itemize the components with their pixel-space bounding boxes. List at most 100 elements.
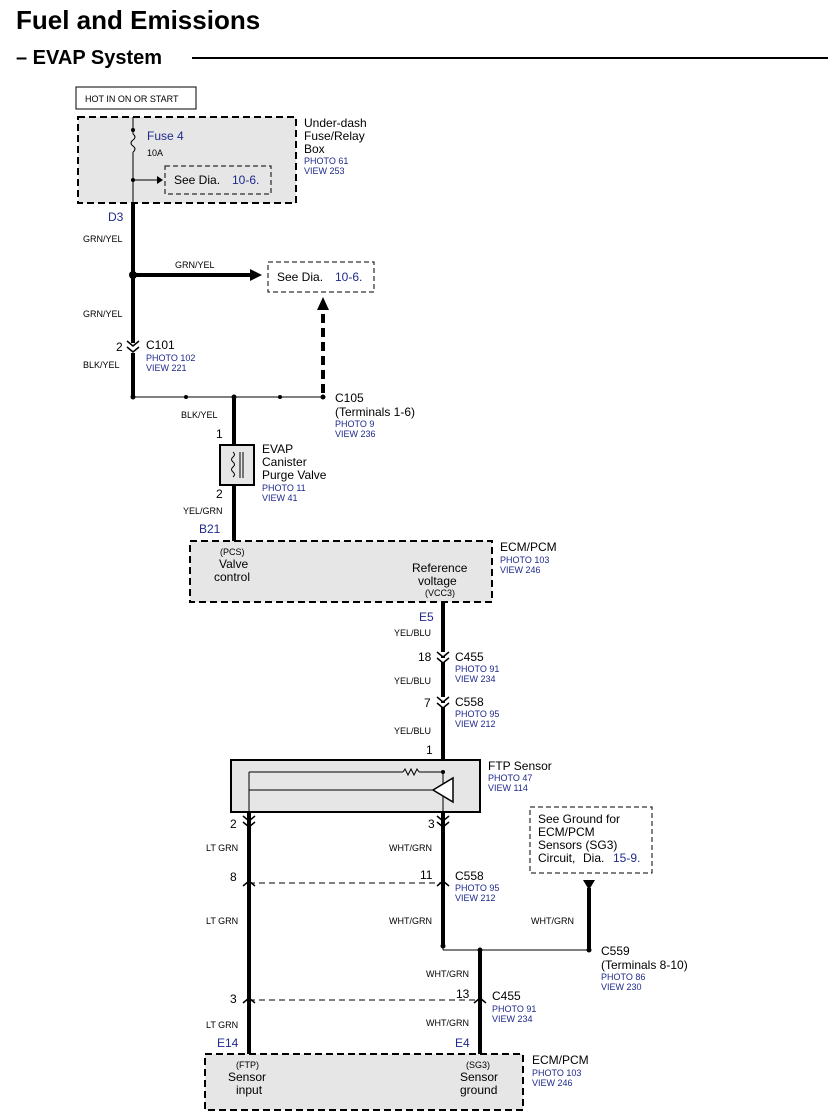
wire-label-yel-blu-1: YEL/BLU	[394, 628, 431, 638]
ftp-pin-2: 2	[230, 817, 237, 831]
ecm1-name: ECM/PCM	[500, 540, 557, 554]
fuse-label: Fuse 4	[147, 129, 184, 143]
terminal-e14: E14	[217, 1036, 239, 1050]
ecm-pcm-box-2	[204, 1053, 524, 1111]
resistor-icon	[402, 767, 420, 777]
c558b-photo: PHOTO 95	[455, 883, 499, 893]
c559-photo: PHOTO 86	[601, 972, 645, 982]
page-title: Fuel and Emissions	[16, 5, 260, 35]
fusebox-name-2: Fuse/Relay	[304, 129, 365, 143]
ecm1-vcc3: (VCC3)	[425, 588, 455, 598]
wire-label-lt-grn-3: LT GRN	[206, 1020, 238, 1030]
fusebox-see-dia: See Dia.	[174, 173, 220, 187]
ftp-view: VIEW 114	[488, 783, 528, 793]
terminal-d3: D3	[108, 210, 124, 224]
connector-c455-icon	[436, 651, 450, 664]
ecm2-sensor-ground-2: ground	[460, 1083, 497, 1097]
wire-label-wht-grn-1: WHT/GRN	[389, 843, 432, 853]
wire-label-wht-grn-4: WHT/GRN	[426, 969, 469, 979]
ecm2-ftp: (FTP)	[236, 1060, 259, 1070]
c101-photo: PHOTO 102	[146, 353, 195, 363]
ecm2-sensor-input-2: input	[236, 1083, 263, 1097]
ground-note-circuit: Circuit,	[538, 851, 575, 865]
wire-label-blk-yel-2: BLK/YEL	[181, 410, 218, 420]
terminal-b21: B21	[199, 522, 221, 536]
valve-view: VIEW 41	[262, 493, 298, 503]
c558a-photo: PHOTO 95	[455, 709, 499, 719]
c559-view: VIEW 230	[601, 982, 642, 992]
ecm1-valve-control-1: Valve	[219, 557, 248, 571]
c455a-pin: 18	[418, 650, 432, 664]
connector-c558-icon	[436, 696, 450, 709]
valve-name-2: Canister	[262, 455, 307, 469]
ecm1-pcs: (PCS)	[220, 547, 245, 557]
c101-name: C101	[146, 338, 175, 352]
c105-name: C105	[335, 391, 364, 405]
ground-note-ref: 15-9.	[613, 851, 640, 865]
valve-pin-2: 2	[216, 487, 223, 501]
c455b-name: C455	[492, 989, 521, 1003]
connector-c101-icon	[126, 340, 140, 353]
ecm2-view: VIEW 246	[532, 1078, 573, 1088]
wire-label-grn-yel-3: GRN/YEL	[83, 309, 123, 319]
fuse-icon	[130, 133, 136, 153]
fusebox-name-1: Under-dash	[304, 116, 367, 130]
ecm2-sensor-input-1: Sensor	[228, 1070, 266, 1084]
wire-label-lt-grn-2: LT GRN	[206, 916, 238, 926]
c455a-photo: PHOTO 91	[455, 664, 499, 674]
ecm1-ref-voltage-2: voltage	[418, 574, 457, 588]
ecm2-sg3: (SG3)	[466, 1060, 490, 1070]
valve-pin-1: 1	[216, 427, 223, 441]
wire-label-yel-grn: YEL/GRN	[183, 506, 223, 516]
c101-view: VIEW 221	[146, 363, 187, 373]
c558b-view: VIEW 212	[455, 893, 496, 903]
see-dia-right: See Dia.	[277, 270, 323, 284]
c455b-pin-right: 13	[456, 987, 470, 1001]
c455b-view: VIEW 234	[492, 1014, 533, 1024]
ground-note-2: ECM/PCM	[538, 825, 595, 839]
valve-photo: PHOTO 11	[262, 483, 306, 493]
wire-label-wht-grn-3: WHT/GRN	[531, 916, 574, 926]
c559-sub: (Terminals 8-10)	[601, 958, 688, 972]
c105-view: VIEW 236	[335, 429, 376, 439]
connector-c455b-icon	[242, 997, 487, 1004]
fusebox-photo: PHOTO 61	[304, 156, 348, 166]
ecm1-valve-control-2: control	[214, 570, 250, 584]
fusebox-see-ref: 10-6.	[232, 173, 259, 187]
fuse-amp: 10A	[147, 148, 163, 158]
wire-label-wht-grn-2: WHT/GRN	[389, 916, 432, 926]
ecm2-name: ECM/PCM	[532, 1053, 589, 1067]
ftp-name: FTP Sensor	[488, 759, 552, 773]
wire-label-wht-grn-5: WHT/GRN	[426, 1018, 469, 1028]
ecm1-ref-voltage-1: Reference	[412, 561, 468, 575]
wire-label-grn-yel-2: GRN/YEL	[175, 260, 215, 270]
fuse-relay-box	[77, 116, 297, 204]
ground-note-box	[529, 806, 653, 874]
ground-arrow-icon	[583, 880, 595, 890]
arrow-up-icon	[317, 297, 329, 310]
c455a-view: VIEW 234	[455, 674, 496, 684]
see-dia-right-ref: 10-6.	[335, 270, 362, 284]
fusebox-view: VIEW 253	[304, 166, 345, 176]
section-title: – EVAP System	[16, 47, 162, 69]
c558a-view: VIEW 212	[455, 719, 496, 729]
fusebox-name-3: Box	[304, 142, 325, 156]
wire-label-yel-blu-2: YEL/BLU	[394, 676, 431, 686]
ftp-pin-3: 3	[428, 817, 435, 831]
power-label: HOT IN ON OR START	[85, 94, 179, 104]
ground-note-3: Sensors (SG3)	[538, 838, 617, 852]
c558a-pin: 7	[424, 696, 431, 710]
ecm2-sensor-ground-1: Sensor	[460, 1070, 498, 1084]
c558b-pin-left: 8	[230, 870, 237, 884]
terminal-e5: E5	[419, 610, 434, 624]
solenoid-coil-icon	[231, 451, 235, 478]
wire-label-grn-yel-1: GRN/YEL	[83, 234, 123, 244]
ecm1-view: VIEW 246	[500, 565, 541, 575]
ecm1-photo: PHOTO 103	[500, 555, 549, 565]
wire-label-lt-grn-1: LT GRN	[206, 843, 238, 853]
ftp-pin-1: 1	[426, 743, 433, 757]
wire-label-blk-yel-1: BLK/YEL	[83, 360, 120, 370]
terminal-e4: E4	[455, 1036, 470, 1050]
c558b-pin-right: 11	[420, 868, 433, 882]
arrow-right-icon	[250, 269, 262, 281]
